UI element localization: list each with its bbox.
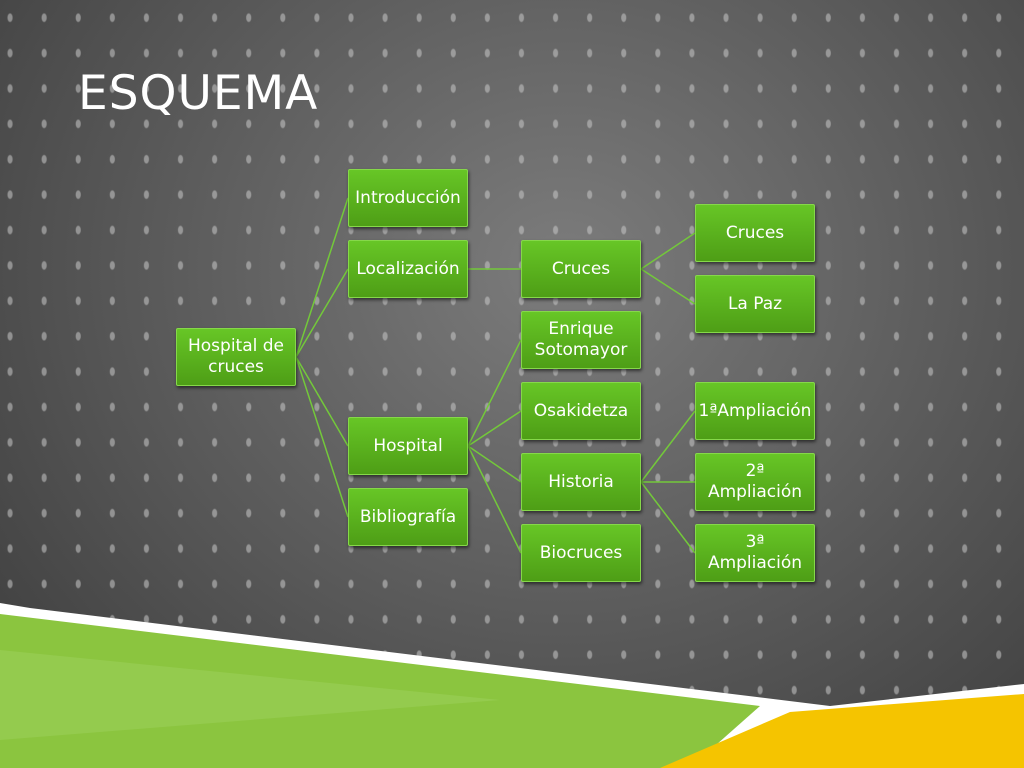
node-osakidetza[interactable]: Osakidetza [521,382,641,440]
connector-root-introduccion [295,197,349,358]
node-label: 3ª Ampliación [707,532,803,573]
node-cruces-level2[interactable]: Cruces [521,240,641,298]
node-ampliacion-2[interactable]: 2ª Ampliación [695,453,815,511]
node-label: Hospital [373,435,443,456]
node-introduccion[interactable]: Introducción [348,169,468,227]
connector-hospital-osakidetza [467,410,522,447]
node-la-paz[interactable]: La Paz [695,275,815,333]
node-label: Cruces [725,222,785,243]
node-label: Localización [356,258,460,279]
node-ampliacion-3[interactable]: 3ª Ampliación [695,524,815,582]
node-label: 1ªAmpliación [698,400,812,421]
connector-historia-amp1 [640,410,696,483]
node-label: 2ª Ampliación [707,461,803,502]
node-label: Bibliografía [359,506,457,527]
node-label: Introducción [355,187,461,208]
connector-hospital-biocruces [467,445,522,554]
connector-historia-amp3 [640,481,696,554]
node-historia[interactable]: Historia [521,453,641,511]
node-localizacion[interactable]: Localización [348,240,468,298]
node-hospital-de-cruces[interactable]: Hospital de cruces [176,328,296,386]
node-label: La Paz [727,293,783,314]
node-enrique-sotomayor[interactable]: Enrique Sotomayor [521,311,641,369]
node-label: Historia [548,471,614,492]
yellow-band [660,694,1024,768]
connector-hospital-historia [467,445,522,483]
node-cruces-level3[interactable]: Cruces [695,204,815,262]
node-bibliografia[interactable]: Bibliografía [348,488,468,546]
green-band [0,614,760,768]
node-label: Cruces [551,258,611,279]
node-hospital[interactable]: Hospital [348,417,468,475]
connector-root-hospital [295,356,349,447]
connector-root-localizacion [295,268,349,358]
node-biocruces[interactable]: Biocruces [521,524,641,582]
green-highlight [0,650,500,740]
slide-title: Esquema [78,66,319,121]
node-label: Hospital de cruces [187,336,284,377]
connector-hospital-enrique [467,339,522,447]
node-label: Enrique Sotomayor [534,319,628,360]
node-ampliacion-1[interactable]: 1ªAmpliación [695,382,815,440]
connector-cruces-cruces [640,232,696,270]
connector-cruces-lapaz [640,268,696,305]
node-label: Biocruces [539,542,623,563]
node-label: Osakidetza [533,400,629,421]
connector-root-bibliografia [295,356,349,518]
